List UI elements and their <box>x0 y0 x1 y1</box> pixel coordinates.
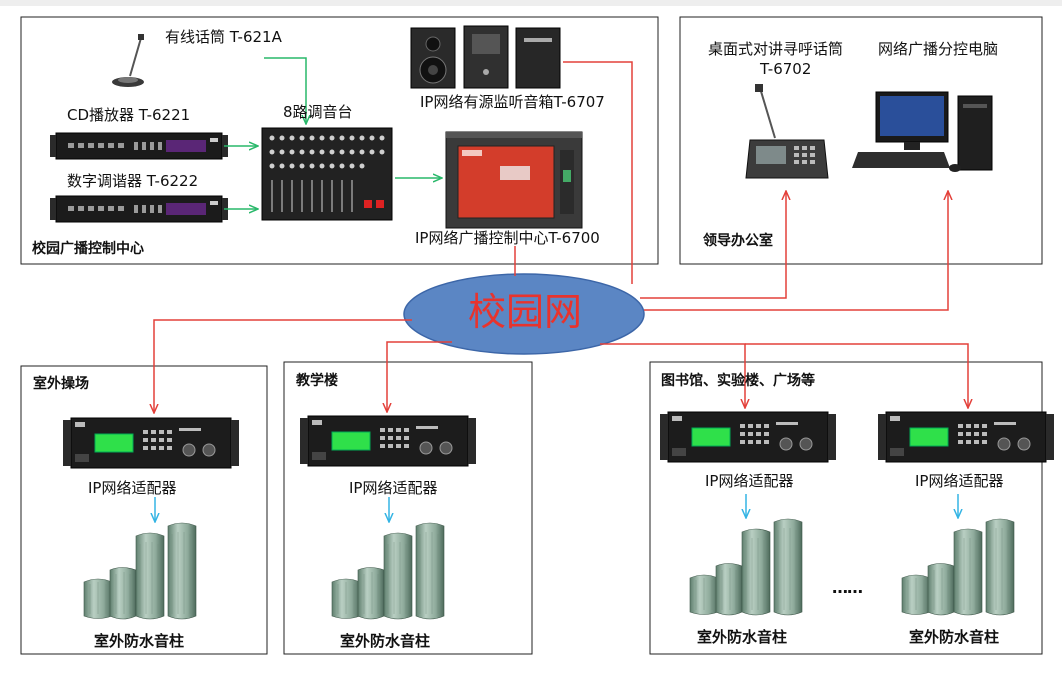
speaker-label-3: 室外防水音柱 <box>697 630 787 645</box>
adapter-icon-2 <box>300 416 476 466</box>
tuner-label: 数字调谐器 T-6222 <box>67 174 198 189</box>
zone-library-title: 图书馆、实验楼、广场等 <box>661 374 815 388</box>
zone-playground-title: 室外操场 <box>33 377 89 391</box>
mic-label: 有线话筒 T-621A <box>165 30 282 45</box>
cd-player-icon <box>50 133 228 159</box>
mixer-label: 8路调音台 <box>283 105 353 120</box>
speaker-columns-icon-1 <box>84 523 196 619</box>
adapter-label-3: IP网络适配器 <box>705 474 793 489</box>
mixer-icon <box>262 128 392 220</box>
speaker-columns-icon-3 <box>690 519 802 615</box>
arrow-network-teaching <box>387 342 452 412</box>
speaker-label-4: 室外防水音柱 <box>909 630 999 645</box>
monitor-speaker-label: IP网络有源监听音箱T-6707 <box>420 95 605 110</box>
top-strip <box>0 0 1062 6</box>
intercom-model-label: T-6702 <box>760 62 811 77</box>
adapter-icon-1 <box>63 418 239 468</box>
monitor-speakers-icon <box>411 26 560 88</box>
microphone-icon <box>112 34 144 87</box>
intercom-icon <box>746 84 828 178</box>
control-server-icon <box>446 132 582 228</box>
office-title: 领导办公室 <box>703 234 773 248</box>
cd-player-label: CD播放器 T-6221 <box>67 108 190 123</box>
speaker-label-2: 室外防水音柱 <box>340 634 430 649</box>
adapter-label-4: IP网络适配器 <box>915 474 1003 489</box>
adapter-label-2: IP网络适配器 <box>349 481 437 496</box>
computer-icon <box>852 92 992 172</box>
ellipsis-label: …… <box>832 580 862 596</box>
adapter-icon-4 <box>878 412 1054 462</box>
speaker-label-1: 室外防水音柱 <box>94 634 184 649</box>
speaker-columns-icon-4 <box>902 519 1014 615</box>
adapter-label-1: IP网络适配器 <box>88 481 176 496</box>
intercom-label: 桌面式对讲寻呼话筒 <box>708 42 843 57</box>
adapter-icon-3 <box>660 412 836 462</box>
speaker-columns-icon-2 <box>332 523 444 619</box>
tuner-icon <box>50 196 228 222</box>
arrow-network-pc <box>644 191 948 310</box>
pc-label: 网络广播分控电脑 <box>878 42 998 57</box>
control-center-title: 校园广播控制中心 <box>32 242 144 256</box>
control-server-label: IP网络广播控制中心T-6700 <box>415 231 600 246</box>
zone-teaching-title: 教学楼 <box>296 374 338 388</box>
campus-network-label: 校园网 <box>468 293 582 331</box>
